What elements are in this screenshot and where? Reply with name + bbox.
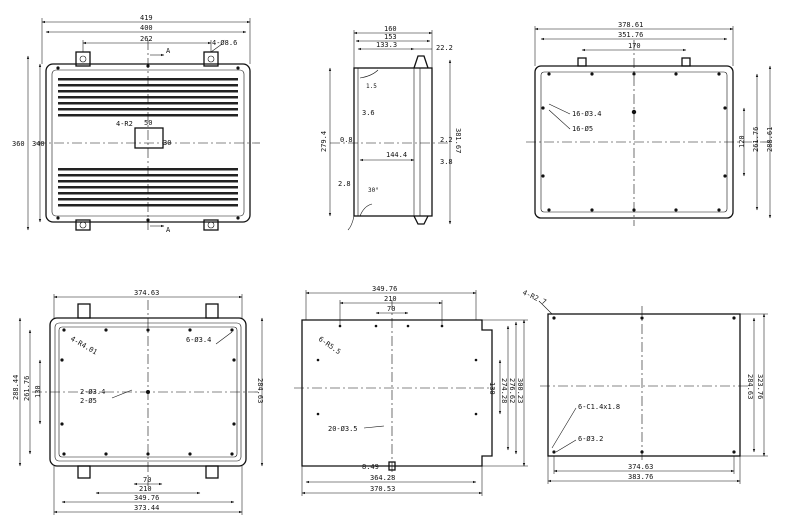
dim-plate-349-76: 349.76	[372, 285, 397, 293]
dim-lid-6-d3-2: 6-Ø3.2	[578, 435, 603, 443]
dim-front-400: 400	[140, 24, 153, 32]
dim-plate-210: 210	[384, 295, 397, 303]
back-holes	[541, 72, 727, 212]
dim-plate-370-53: 370.53	[370, 485, 395, 493]
side-view: 160 153 133.3 22.2 1.5 3.6 279.4 0.8 144…	[320, 25, 462, 231]
lid-view: 4-R2.7 284.63 323.76 6-C1.4x1.8 6-Ø3.2 3…	[521, 289, 768, 484]
dim-inner-4-r4-01: 4-R4.01	[69, 335, 99, 357]
dim-inner-130: 130	[34, 385, 42, 398]
side-latch-top	[413, 55, 429, 69]
plate-holes	[316, 324, 478, 416]
label-section-a-top: A	[166, 47, 171, 55]
inner-view: 374.63 4-R4.01 6-Ø3.4 288.44 261.76 130 …	[12, 289, 264, 515]
dim-back-351-76: 351.76	[618, 31, 643, 39]
dim-lid-4-r2-7: 4-R2.7	[521, 289, 547, 307]
dim-inner-288-44: 288.44	[12, 375, 20, 400]
dim-front-340: 340	[32, 140, 45, 148]
dim-lid-374-63: 374.63	[628, 463, 653, 471]
front-view: 419 400 262 A A 4-Ø8.6 360 340 4-R2 50 3…	[12, 14, 260, 234]
dim-lid-6-c1-4: 6-C1.4x1.8	[578, 403, 620, 411]
dim-front-419: 419	[140, 14, 153, 22]
mounting-tab-bottom-left	[75, 219, 91, 231]
dim-side-0-8: 0.8	[340, 136, 353, 144]
dim-plate-6-r5-5: 6-R5.5	[317, 335, 342, 356]
center-cutout	[134, 127, 164, 149]
dim-inner-2-d3-4: 2-Ø3.4	[80, 388, 105, 396]
dim-back-170: 170	[628, 42, 641, 50]
dim-side-3-6: 3.6	[362, 109, 375, 117]
edge-screws	[56, 64, 240, 222]
dim-plate-70: 70	[387, 305, 395, 313]
dim-back-261-76: 261.76	[752, 127, 760, 152]
dim-side-279-4: 279.4	[320, 131, 328, 152]
mounting-tab-bottom-right	[203, 219, 219, 231]
dim-inner-374-63: 374.63	[134, 289, 159, 297]
dim-side-153: 153	[384, 33, 397, 41]
dim-side-144-4: 144.4	[386, 151, 407, 159]
dim-side-3-8: 3.8	[440, 158, 453, 166]
dim-front-360: 360	[12, 140, 25, 148]
dim-plate-364-28: 364.28	[370, 474, 395, 482]
label-section-a-bottom: A	[166, 226, 171, 234]
dim-side-381-67: 381.67	[454, 128, 462, 153]
dim-back-16-d3-4: 16-Ø3.4	[572, 110, 602, 118]
dim-lid-323-76: 323.76	[756, 374, 764, 399]
dim-plate-274-28: 274.28	[500, 378, 508, 403]
side-latch-bottom	[413, 215, 429, 225]
dim-front-262: 262	[140, 35, 153, 43]
dim-side-133-3: 133.3	[376, 41, 397, 49]
dim-side-2-8: 2.8	[338, 180, 351, 188]
dim-lid-383-76: 383.76	[628, 473, 653, 481]
dim-back-16-d5: 16-Ø5	[572, 125, 593, 133]
dim-inner-210: 210	[139, 485, 152, 493]
dim-back-120: 120	[738, 135, 746, 148]
dim-side-22-2: 22.2	[436, 44, 453, 52]
dim-inner-373-44: 373.44	[134, 504, 159, 512]
dim-front-4-d8-6: 4-Ø8.6	[212, 39, 237, 47]
dim-plate-300-23: 300.23	[516, 378, 524, 403]
dim-inner-284-63: 284.63	[256, 378, 264, 403]
dim-back-288-61: 288.61	[766, 127, 774, 152]
dim-inner-70: 70	[143, 476, 151, 484]
dim-front-50: 50	[144, 119, 152, 127]
dim-plate-20-d3-5: 20-Ø3.5	[328, 425, 358, 433]
dim-inner-2-d5: 2-Ø5	[80, 397, 97, 405]
dim-side-2-2: 2.2	[440, 136, 453, 144]
dim-lid-284-63: 284.63	[746, 374, 754, 399]
back-view: 378.61 351.76 170 16-Ø3.4 16-Ø5 288.61 2…	[526, 21, 774, 226]
dim-inner-6-d3-4: 6-Ø3.4	[186, 336, 211, 344]
dim-front-4-r2: 4-R2	[116, 120, 133, 128]
dim-plate-8-49: 8.49	[362, 463, 379, 471]
plate-view: 349.76 210 70 6-R5.5 130 274.28 276.62 3…	[294, 285, 528, 496]
dim-side-30-deg: 30°	[368, 187, 379, 194]
inner-holes	[60, 328, 236, 456]
dim-side-r1-5: 1.5	[366, 83, 377, 90]
dim-back-378-61: 378.61	[618, 21, 643, 29]
dim-inner-261-76: 261.76	[23, 376, 31, 401]
dim-plate-130: 130	[488, 382, 496, 395]
dim-side-160: 160	[384, 25, 397, 33]
dim-inner-349-76: 349.76	[134, 494, 159, 502]
lid-holes	[552, 316, 736, 454]
dim-front-30: 30	[163, 139, 171, 147]
dim-plate-276-62: 276.62	[508, 378, 516, 403]
